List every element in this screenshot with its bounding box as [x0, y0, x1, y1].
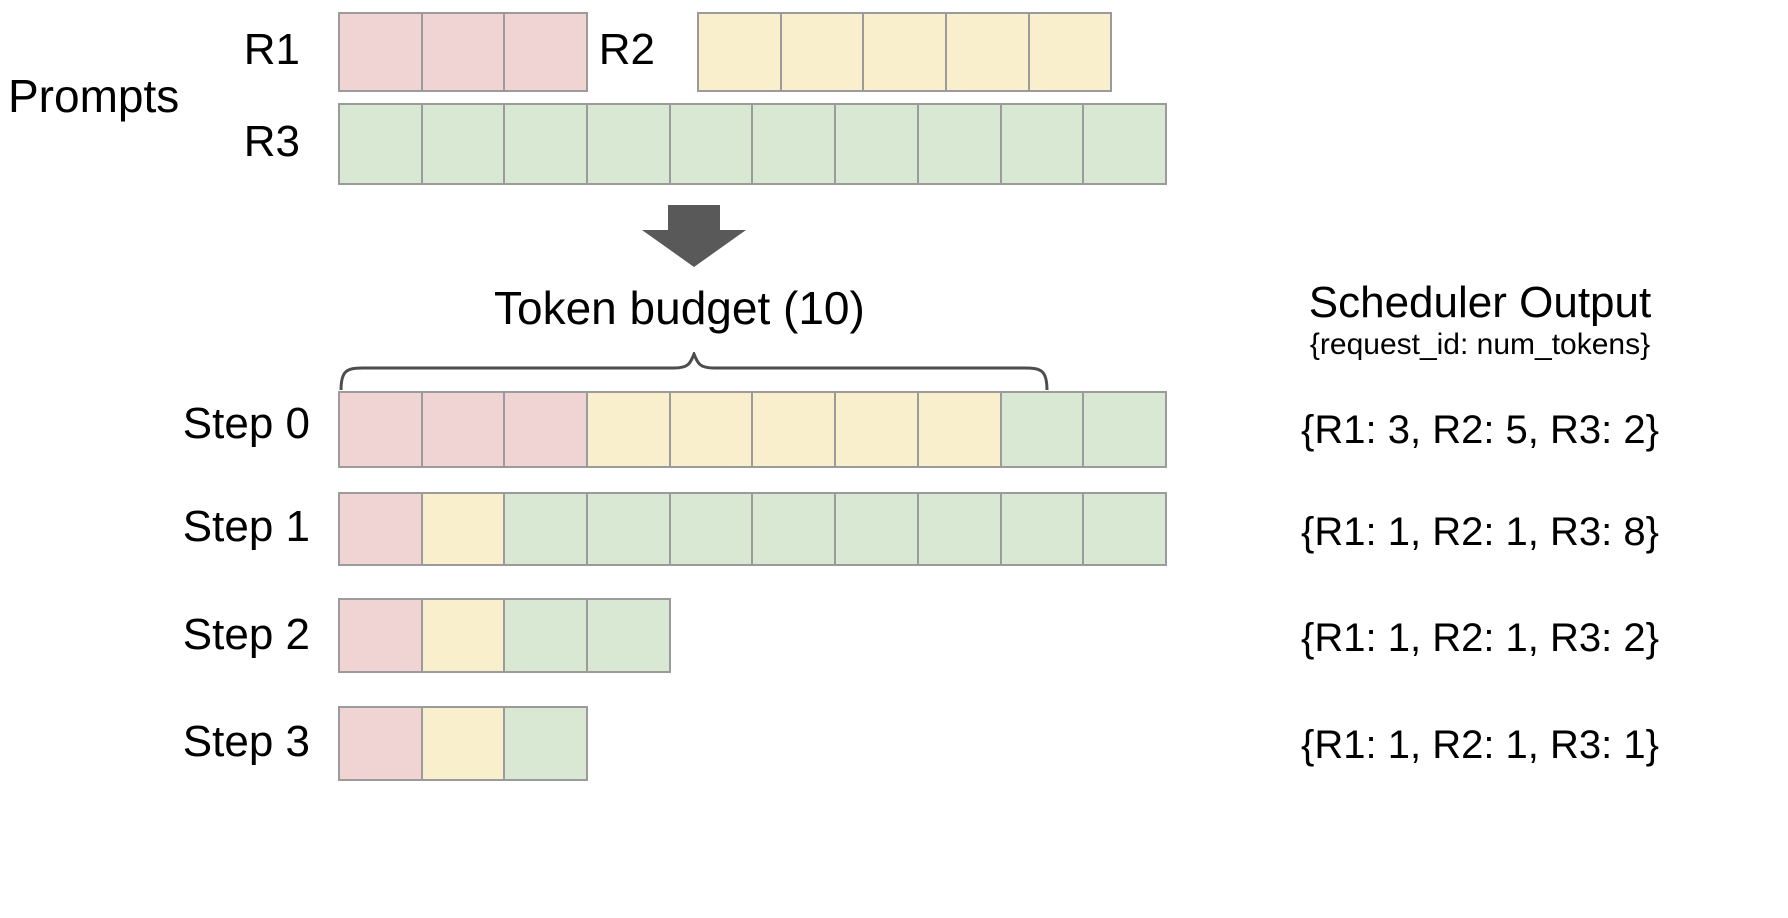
token-cell-r3	[420, 103, 506, 185]
token-cell-r1	[338, 492, 423, 566]
token-cell-r2	[916, 391, 1002, 468]
step-label-2: Step 2	[182, 610, 310, 659]
token-cell-r1	[503, 12, 589, 92]
request-label-r1: R1	[243, 25, 300, 74]
token-cell-r3	[586, 492, 671, 566]
token-cell-r2	[862, 12, 948, 92]
token-cell-r1	[338, 391, 423, 468]
token-cell-r3	[503, 103, 589, 185]
token-budget-label: Token budget (10)	[494, 282, 865, 334]
token-cell-r2	[586, 391, 671, 468]
token-cell-r1	[338, 598, 423, 673]
token-cell-r3	[834, 103, 919, 185]
scheduler-output-step-2: {R1: 1, R2: 1, R3: 2}	[1301, 616, 1659, 660]
scheduler-output-step-0: {R1: 3, R2: 5, R3: 2}	[1301, 408, 1659, 452]
token-cell-r2	[420, 706, 506, 781]
arrow-down-icon	[636, 205, 752, 267]
token-cell-r1	[338, 12, 423, 92]
token-cell-r2	[668, 391, 754, 468]
token-cell-r3	[668, 103, 754, 185]
prompt-row-r3	[338, 103, 1185, 185]
step-row-0	[338, 391, 1185, 468]
step-row-1	[338, 492, 1185, 566]
token-cell-r3	[1082, 492, 1167, 566]
token-cell-r2	[834, 391, 919, 468]
token-cell-r3	[503, 598, 589, 673]
token-cell-r2	[751, 391, 837, 468]
token-cell-r2	[779, 12, 865, 92]
token-cell-r1	[338, 706, 423, 781]
token-cell-r3	[751, 492, 837, 566]
token-cell-r3	[916, 103, 1002, 185]
token-cell-r3	[1082, 103, 1167, 185]
prompt-row-r1	[338, 12, 592, 92]
token-cell-r2	[1027, 12, 1113, 92]
token-cell-r2	[697, 12, 782, 92]
token-cell-r1	[503, 391, 589, 468]
token-cell-r3	[1082, 391, 1167, 468]
token-cell-r3	[999, 391, 1085, 468]
token-cell-r3	[834, 492, 919, 566]
token-cell-r3	[668, 492, 754, 566]
token-cell-r3	[586, 103, 671, 185]
scheduler-output-step-1: {R1: 1, R2: 1, R3: 8}	[1301, 510, 1659, 554]
prompt-row-r2	[697, 12, 1121, 92]
token-cell-r1	[420, 12, 506, 92]
token-cell-r3	[751, 103, 837, 185]
scheduler-output-title: Scheduler Output	[1308, 278, 1652, 327]
step-label-0: Step 0	[182, 399, 310, 448]
step-row-2	[338, 598, 677, 673]
scheduler-output-subtitle: {request_id: num_tokens}	[1309, 328, 1651, 361]
token-cell-r1	[420, 391, 506, 468]
token-cell-r3	[999, 492, 1085, 566]
prompts-section-label: Prompts	[8, 70, 180, 122]
token-cell-r2	[945, 12, 1030, 92]
step-label-3: Step 3	[182, 717, 310, 766]
token-cell-r3	[503, 706, 589, 781]
token-cell-r3	[916, 492, 1002, 566]
request-label-r3: R3	[243, 117, 300, 166]
token-cell-r2	[420, 598, 506, 673]
curly-brace-icon	[338, 349, 1050, 392]
token-cell-r3	[503, 492, 589, 566]
token-cell-r2	[420, 492, 506, 566]
scheduler-output-step-3: {R1: 1, R2: 1, R3: 1}	[1301, 723, 1659, 767]
step-row-3	[338, 706, 592, 781]
request-label-r2: R2	[598, 25, 655, 74]
token-cell-r3	[338, 103, 423, 185]
token-cell-r3	[586, 598, 671, 673]
step-label-1: Step 1	[182, 502, 310, 551]
token-cell-r3	[999, 103, 1085, 185]
